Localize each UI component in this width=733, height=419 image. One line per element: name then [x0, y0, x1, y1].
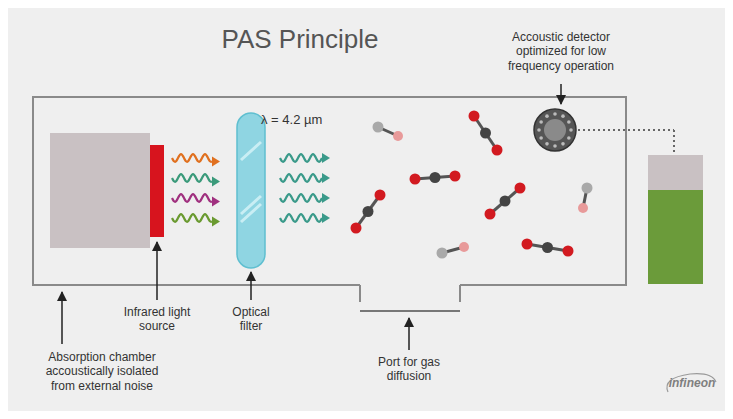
detector-dot [539, 136, 543, 140]
light-wave [172, 214, 212, 222]
panel [8, 8, 725, 411]
detector-dot [567, 136, 571, 140]
readout-level [648, 190, 703, 284]
callout-label: Port for gas diffusion [367, 355, 451, 384]
co2-atom [450, 171, 461, 182]
detector-dot [569, 128, 573, 132]
wave-arrowhead [212, 196, 220, 206]
co2-atom [363, 206, 374, 217]
co2-atom [563, 246, 574, 257]
co2-atom [522, 239, 533, 250]
filter-highlight [241, 142, 261, 222]
wave-arrowhead [212, 156, 220, 166]
co2-atom [492, 145, 503, 156]
co2-atom [410, 174, 421, 185]
title: PAS Principle [150, 24, 450, 55]
source-housing [50, 133, 150, 248]
gas-atom [459, 242, 469, 252]
wave-arrowhead [322, 153, 330, 163]
detector-dot [545, 114, 549, 118]
gas-atom [393, 131, 403, 141]
co2-atom [469, 111, 480, 122]
co2-atom [351, 223, 362, 234]
light-wave [172, 174, 212, 182]
callout-label: Absorption chamber accoustically isolate… [32, 350, 172, 393]
absorption-chamber [33, 97, 626, 302]
molecule-bond [356, 195, 380, 228]
light-wave [280, 174, 322, 182]
wavelength-label: λ = 4.2 µm [261, 112, 351, 128]
light-wave [280, 214, 322, 222]
detector-membrane [544, 119, 566, 141]
gas-atom [582, 183, 593, 194]
leader-arrow [560, 84, 562, 104]
molecule-bond [490, 188, 520, 214]
co2-atom [515, 183, 526, 194]
signal-wire [673, 130, 675, 155]
infrared-emitter [150, 145, 164, 237]
co2-atom [430, 172, 441, 183]
readout-top [648, 155, 703, 190]
gas-atom [437, 248, 448, 259]
callout-label: Optical filter [220, 305, 282, 334]
wave-arrowhead [322, 213, 330, 223]
leader-arrow [156, 242, 158, 300]
light-wave [172, 194, 212, 202]
molecule-bond [474, 116, 497, 150]
detector-dot [553, 144, 557, 148]
light-wave [280, 194, 322, 202]
gas-port [360, 310, 460, 312]
leader-arrow [250, 272, 252, 300]
co2-atom [500, 196, 511, 207]
leader-arrow [408, 318, 410, 350]
leader-arrow [61, 292, 63, 344]
co2-atom [375, 190, 386, 201]
detector-dot [539, 120, 543, 124]
detector-dot [561, 142, 565, 146]
wave-arrowhead [212, 176, 220, 186]
callout-label: Accoustic detector optimized for low fre… [499, 30, 624, 73]
wave-arrowhead [212, 216, 220, 226]
callout-label: Infrared light source [121, 305, 193, 334]
wave-arrowhead [322, 193, 330, 203]
light-wave [172, 154, 212, 162]
detector-dot [561, 114, 565, 118]
signal-wire [578, 129, 674, 131]
detector-dot [537, 128, 541, 132]
watermark: infineon [657, 376, 727, 390]
acoustic-detector [534, 109, 576, 151]
gas-atom [373, 122, 384, 133]
co2-atom [480, 128, 491, 139]
detector-dot [567, 120, 571, 124]
gas-atom [578, 203, 588, 213]
co2-atom [485, 209, 496, 220]
wave-arrowhead [322, 173, 330, 183]
optical-filter [237, 113, 265, 268]
detector-dot [553, 112, 557, 116]
detector-dot [545, 142, 549, 146]
co2-atom [542, 242, 553, 253]
light-wave [280, 154, 322, 162]
